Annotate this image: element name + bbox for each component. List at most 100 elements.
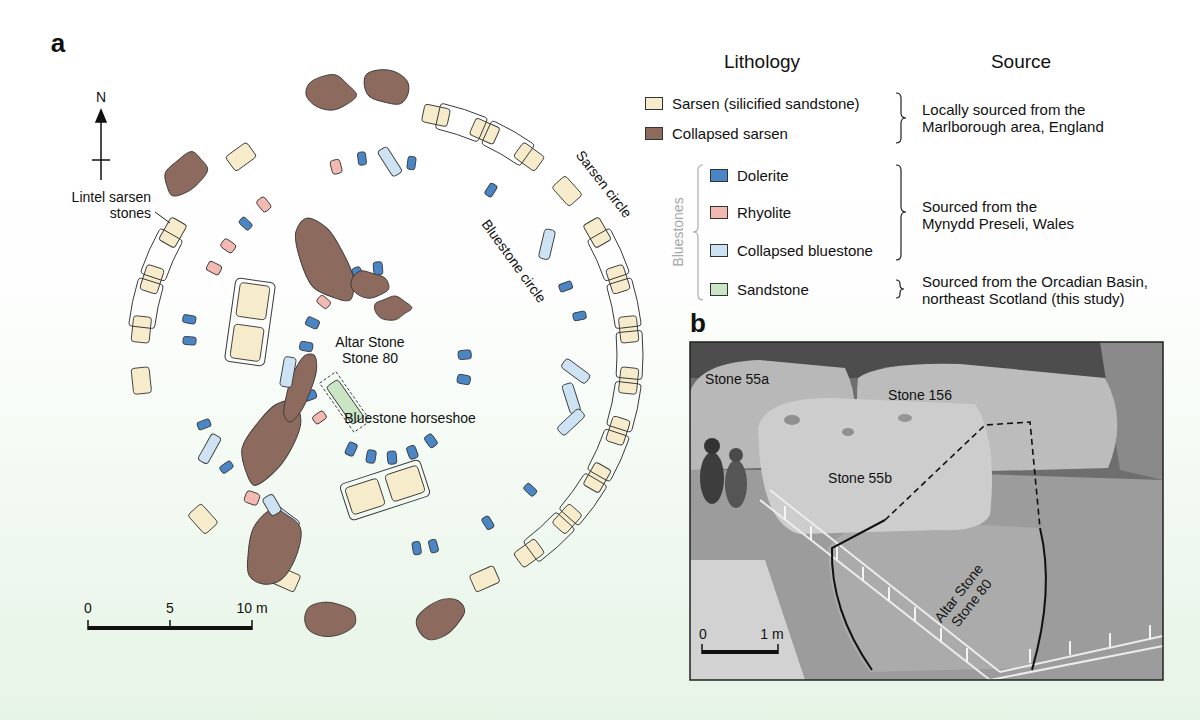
scale-number: 0: [84, 600, 92, 616]
lintel-outline: [339, 459, 431, 521]
legend-swatch: [645, 127, 663, 140]
upright-stone: [384, 465, 425, 502]
legend-heading: Source: [991, 51, 1051, 73]
legend-swatch: [645, 97, 663, 110]
stone: [572, 311, 586, 321]
group-label: Bluestones: [670, 197, 686, 266]
lintel-outline: [482, 121, 533, 165]
legend-item: Sarsen (silicified sandstone): [645, 94, 860, 112]
trilithon: [224, 278, 275, 367]
stone: [560, 358, 591, 385]
stone: [243, 490, 260, 506]
stone: [481, 515, 495, 530]
stone: [618, 316, 639, 344]
legend-item: Sandstone: [710, 280, 809, 298]
lintel-outline: [588, 229, 629, 281]
collapsed-stone: [304, 602, 356, 637]
site-photo-part: [760, 490, 1163, 680]
scale-number: 10 m: [236, 600, 267, 616]
site-photo-part: [702, 650, 778, 654]
north-arrow: [92, 110, 110, 180]
stone: [256, 196, 273, 213]
stone: [618, 367, 639, 395]
legend-bracket: [693, 93, 906, 300]
stone: [131, 316, 152, 344]
lintel-outline: [129, 278, 163, 328]
stone: [583, 462, 612, 494]
stone: [299, 341, 313, 352]
stone: [605, 264, 630, 294]
legend-text: Collapsed bluestone: [737, 242, 873, 259]
stone: [484, 182, 498, 197]
source-note: Locally sourced from the Marlborough are…: [922, 101, 1122, 136]
stone: [556, 408, 585, 437]
legend-item: Dolerite: [710, 166, 789, 184]
lintel-outline: [436, 104, 487, 142]
feature-label: Bluestone horseshoe: [344, 410, 476, 426]
stone: [206, 260, 223, 275]
scale-number: 5: [166, 600, 174, 616]
legend-item: Rhyolite: [710, 203, 791, 221]
scale-number: 1 m: [760, 626, 783, 642]
stone: [305, 316, 321, 330]
legend-swatch: [710, 206, 728, 219]
legend-text: Sandstone: [737, 281, 809, 298]
legend-text: Rhyolite: [737, 204, 791, 221]
collapsed-stone: [349, 269, 391, 301]
stone: [344, 441, 358, 457]
legend-swatch: [710, 244, 728, 257]
stone-label: Lintel sarsen stones: [45, 189, 151, 221]
stone: [513, 142, 545, 172]
site-photo-part: [828, 520, 1046, 672]
stone: [583, 217, 612, 249]
lintel-outline: [588, 429, 629, 481]
legend-bracket-part: [693, 165, 703, 300]
stone: [219, 460, 234, 474]
collapsed-stone: [282, 210, 364, 313]
stone-label: Altar Stone Stone 80: [327, 334, 413, 366]
stone: [225, 142, 257, 172]
stone: [262, 493, 282, 516]
photo-label: Altar Stone Stone 80: [924, 552, 1006, 644]
legend-item: Collapsed bluestone: [710, 241, 873, 259]
stone: [458, 350, 472, 360]
stone: [469, 565, 500, 592]
legend-text: Sarsen (silicified sandstone): [672, 95, 860, 112]
stone: [457, 374, 471, 385]
legend-item: Collapsed sarsen: [645, 124, 788, 142]
compass-letter: N: [96, 89, 106, 105]
lintel-outline: [607, 278, 641, 328]
photo-label: Stone 156: [888, 387, 952, 403]
lintel-outline: [607, 382, 641, 432]
stone: [523, 482, 538, 497]
site-photo-part: [1032, 528, 1046, 670]
site-photo-part: [690, 560, 805, 680]
stone: [182, 314, 196, 324]
collapsed-stone: [359, 63, 413, 108]
site-photo-part: [785, 506, 1150, 663]
legend-bracket-part: [896, 165, 906, 260]
stone: [316, 294, 332, 309]
stone: [377, 146, 402, 177]
stone: [423, 433, 438, 449]
trilithon: [339, 459, 431, 521]
legend-text: Dolerite: [737, 167, 789, 184]
site-photo-part: [784, 415, 800, 425]
source-note: Sourced from the Mynydd Preseli, Wales: [922, 198, 1082, 233]
stone: [552, 503, 583, 534]
photo-frame: [690, 342, 1163, 680]
stone: [330, 159, 343, 175]
collapsed-stone: [236, 504, 309, 592]
panel-letter: b: [690, 309, 706, 339]
site-photo-part: [725, 460, 747, 508]
site-photo-part: [885, 422, 1040, 528]
site-photo-part: [702, 644, 778, 654]
lintel-outline: [616, 331, 643, 380]
stone: [558, 280, 573, 292]
collapsed-stone: [277, 350, 322, 425]
stone: [605, 416, 630, 446]
lintel-outline: [560, 474, 606, 525]
scale-number: 0: [699, 626, 707, 642]
north-arrow-part: [100, 118, 102, 180]
stone: [373, 261, 383, 275]
